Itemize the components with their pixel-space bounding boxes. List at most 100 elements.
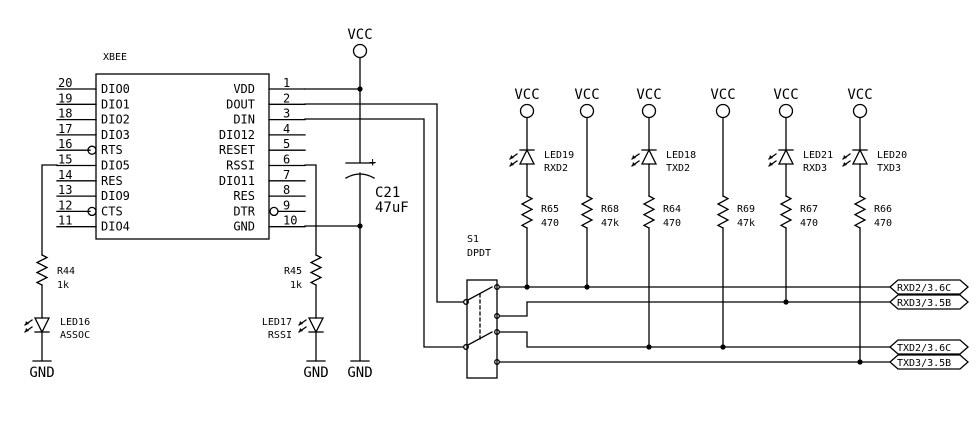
junction-dot: [857, 359, 863, 365]
assoc-led-chain: [41, 164, 58, 361]
xbee-right-pin-number: 9: [283, 198, 290, 212]
xbee-left-pin-name: DIO3: [101, 128, 130, 142]
r45-ref: R45: [284, 266, 302, 277]
resistor-value: 470: [663, 218, 681, 229]
xbee-left-pin-name: DIO0: [101, 82, 130, 96]
vcc-symbol: [519, 103, 535, 119]
resistor-value: 470: [800, 218, 818, 229]
r44-value: 1k: [57, 280, 69, 291]
xbee-right-pin-number: 7: [283, 168, 290, 182]
led-diode: [24, 317, 51, 334]
resistor: [520, 195, 534, 229]
xbee-left-pin-number: 20: [58, 76, 72, 90]
led17-ref: LED17: [262, 317, 292, 328]
vcc-symbol: [778, 103, 794, 119]
xbee-left-pin-name: DIO5: [101, 159, 130, 173]
resistor-ref: R65: [541, 204, 559, 215]
resistor-ref: R64: [663, 204, 681, 215]
resistor: [580, 195, 594, 229]
port-flag: [889, 339, 969, 355]
xbee-right-pin-number: 4: [283, 122, 290, 136]
vcc-label: VCC: [574, 87, 599, 103]
led-diode: [509, 148, 536, 167]
switch-type: DPDT: [467, 248, 491, 259]
port-flag: [889, 279, 969, 295]
xbee-left-pin-number: 12: [58, 198, 72, 212]
vcc-label: VCC: [773, 87, 798, 103]
port-label: TXD2/3.6C: [897, 343, 951, 354]
xbee-right-pin-number: 10: [283, 214, 297, 228]
gnd-label: GND: [303, 365, 328, 381]
gnd-label: GND: [347, 365, 372, 381]
xbee-left-pin-name: RTS: [101, 143, 123, 157]
capacitor-polarity: +: [369, 155, 376, 169]
vcc-label: VCC: [847, 87, 872, 103]
vcc-label: VCC: [514, 87, 539, 103]
xbee-right-pin-name: DOUT: [226, 97, 255, 111]
xbee-module: [56, 73, 306, 240]
led-diode: [298, 317, 325, 334]
led-ref: LED19: [544, 150, 574, 161]
xbee-right-pin-number: 8: [283, 183, 290, 197]
led-diode: [631, 148, 658, 167]
capacitor-value: 47uF: [375, 200, 409, 216]
port-label: RXD2/3.6C: [897, 283, 951, 294]
resistor: [309, 254, 323, 286]
resistor: [779, 195, 793, 229]
xbee-title: XBEE: [103, 52, 127, 63]
vcc-symbol: [715, 103, 731, 119]
branch-1: [524, 117, 530, 290]
resistor-ref: R68: [601, 204, 619, 215]
port-flag: [889, 354, 969, 370]
vdd-and-capacitor-wiring: [304, 57, 375, 361]
xbee-left-pin-number: 14: [58, 168, 72, 182]
resistor: [716, 195, 730, 229]
vcc-symbol: [641, 103, 657, 119]
branch-6: [857, 117, 863, 365]
junction-dot: [524, 284, 530, 290]
xbee-left-pin-number: 17: [58, 122, 72, 136]
port-flag: [889, 294, 969, 310]
vcc-label: VCC: [636, 87, 661, 103]
xbee-left-pin-name: CTS: [101, 204, 123, 218]
resistor-ref: R67: [800, 204, 818, 215]
xbee-right-pin-name: DIO11: [219, 174, 255, 188]
xbee-right-pin-number: 2: [283, 91, 290, 105]
resistor-value: 47k: [737, 218, 755, 229]
led-ref: LED18: [666, 150, 696, 161]
xbee-right-pin-name: DIO12: [219, 128, 255, 142]
xbee-right-pin-name: VDD: [233, 82, 255, 96]
xbee-left-pin-number: 13: [58, 183, 72, 197]
dpdt-switch: [463, 279, 500, 379]
led-name: RXD3: [803, 163, 827, 174]
led16-ref: LED16: [60, 317, 90, 328]
resistor: [35, 254, 49, 286]
port-label: RXD3/3.5B: [897, 298, 951, 309]
xbee-right-pin-name: DTR: [233, 204, 255, 218]
vcc-symbol: [352, 43, 368, 59]
xbee-left-pin-number: 18: [58, 107, 72, 121]
xbee-right-pin-name: RSSI: [226, 159, 255, 173]
junction-dot: [783, 299, 789, 305]
xbee-right-pin-name: RESET: [219, 143, 255, 157]
xbee-right-pin-name: RES: [233, 189, 255, 203]
xbee-right-pin-number: 3: [283, 107, 290, 121]
branch-5: [783, 117, 789, 305]
led16-name: ASSOC: [60, 330, 90, 341]
switch-ref: S1: [467, 234, 479, 245]
resistor-value: 470: [541, 218, 559, 229]
resistor-ref: R69: [737, 204, 755, 215]
vcc-symbol: [579, 103, 595, 119]
resistor-value: 470: [874, 218, 892, 229]
capacitor-ref: C21: [375, 185, 400, 201]
led-ref: LED21: [803, 150, 833, 161]
xbee-right-pin-name: DIN: [233, 113, 255, 127]
xbee-right-pin-number: 5: [283, 137, 290, 151]
resistor-value: 47k: [601, 218, 619, 229]
led-diode: [768, 148, 795, 167]
serial-lines-to-switch: [304, 103, 464, 348]
xbee-left-pin-name: DIO4: [101, 220, 130, 234]
junction-dot: [357, 223, 363, 229]
xbee-left-pin-name: RES: [101, 174, 123, 188]
junction-dot: [720, 344, 726, 350]
